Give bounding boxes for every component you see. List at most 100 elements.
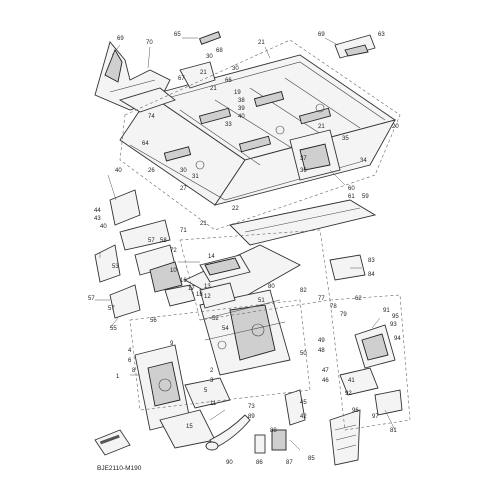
- callout: 79: [340, 312, 347, 318]
- callout: 73: [248, 404, 255, 410]
- callout: 5: [204, 388, 208, 394]
- callout: 35: [342, 136, 349, 142]
- callout: 34: [360, 158, 367, 164]
- callout: 82: [300, 288, 307, 294]
- callout: 36: [300, 168, 307, 174]
- callout: 30: [206, 54, 213, 60]
- callout: 69: [318, 32, 325, 38]
- callout: 8: [132, 368, 136, 374]
- callout: 77: [318, 296, 325, 302]
- top-brackets: [179, 31, 376, 89]
- callout: 21: [210, 86, 217, 92]
- callout: 69: [117, 36, 124, 42]
- callout: 26: [148, 168, 155, 174]
- callout: 21: [318, 124, 325, 130]
- callout: 83: [368, 258, 375, 264]
- callout: 41: [348, 378, 355, 384]
- drawing-code: BJE2110-M190: [97, 465, 142, 472]
- callout: 88: [270, 428, 277, 434]
- callout: 33: [225, 122, 232, 128]
- callout: 89: [248, 414, 255, 420]
- callout: 57: [108, 306, 115, 312]
- callout: 54: [222, 326, 229, 332]
- callout: 46: [322, 378, 329, 384]
- callout: 17: [188, 286, 195, 292]
- callout: 59: [362, 194, 369, 200]
- callout: 61: [348, 194, 355, 200]
- callout: 62: [355, 296, 362, 302]
- callout: 53: [112, 264, 119, 270]
- callout-labels: 69 70 67 74 65 69 21 30 68 63 21 66 30 2…: [88, 32, 401, 466]
- callout: 52: [212, 316, 219, 322]
- side-rail: [229, 199, 377, 246]
- callout: 97: [372, 414, 379, 420]
- fairing-bracket: [94, 41, 176, 113]
- callout: 21: [200, 70, 207, 76]
- callout: 50: [300, 351, 307, 357]
- callout: 87: [286, 460, 293, 466]
- left-brackets: [94, 189, 183, 319]
- callout: 13: [204, 284, 211, 290]
- callout: 67: [178, 76, 185, 82]
- callout: 86: [256, 460, 263, 466]
- callout: 68: [216, 48, 223, 54]
- callout: 48: [318, 348, 325, 354]
- callout: 18: [196, 292, 203, 298]
- callout: 84: [368, 272, 375, 278]
- center-parts: [164, 254, 251, 309]
- callout: 21: [200, 221, 207, 227]
- callout: 74: [148, 114, 155, 120]
- callout: 70: [146, 40, 153, 46]
- leader-lines: [95, 37, 396, 451]
- callout: 94: [394, 336, 401, 342]
- callout: 49: [318, 338, 325, 344]
- callout: 65: [174, 32, 181, 38]
- callout: 40: [100, 224, 107, 230]
- callout: 96: [352, 408, 359, 414]
- callout: 19: [234, 90, 241, 96]
- right-assemblies: [289, 129, 403, 466]
- callout: 57: [88, 296, 95, 302]
- callout: 39: [238, 106, 245, 112]
- callout: 47: [322, 368, 329, 374]
- callout: 30: [180, 168, 187, 174]
- callout: 16: [180, 278, 187, 284]
- callout: 51: [258, 298, 265, 304]
- callout: 43: [94, 216, 101, 222]
- callout: 42: [300, 414, 307, 420]
- footrest-assembly: [94, 344, 231, 456]
- callout: 15: [186, 424, 193, 430]
- callout: 45: [300, 400, 307, 406]
- callout: 10: [170, 268, 177, 274]
- callout: 72: [170, 248, 177, 254]
- callout: 3: [210, 378, 214, 384]
- callout: 27: [180, 186, 187, 192]
- callout: 63: [378, 32, 385, 38]
- callout: 58: [160, 238, 167, 244]
- callout: 21: [258, 40, 265, 46]
- callout: 6: [128, 358, 132, 364]
- callout: 92: [345, 391, 352, 397]
- callout: 66: [225, 78, 232, 84]
- bottom-parts: [205, 389, 306, 454]
- callout: 95: [392, 314, 399, 320]
- callout: 93: [390, 322, 397, 328]
- callout: 4: [128, 348, 132, 354]
- callout: 38: [238, 98, 245, 104]
- callout: 85: [308, 456, 315, 462]
- callout: 31: [192, 174, 199, 180]
- callout: 57: [148, 238, 155, 244]
- callout: 12: [204, 294, 211, 300]
- callout: 30: [232, 66, 239, 72]
- callout: 40: [238, 114, 245, 120]
- callout: 9: [170, 341, 174, 347]
- callout: 22: [232, 206, 239, 212]
- callout: 80: [268, 284, 275, 290]
- callout: 78: [330, 304, 337, 310]
- callout: 11: [210, 401, 217, 407]
- callout: 64: [142, 141, 149, 147]
- callout: 55: [110, 326, 117, 332]
- callout: 40: [115, 168, 122, 174]
- callout: 1: [116, 374, 120, 380]
